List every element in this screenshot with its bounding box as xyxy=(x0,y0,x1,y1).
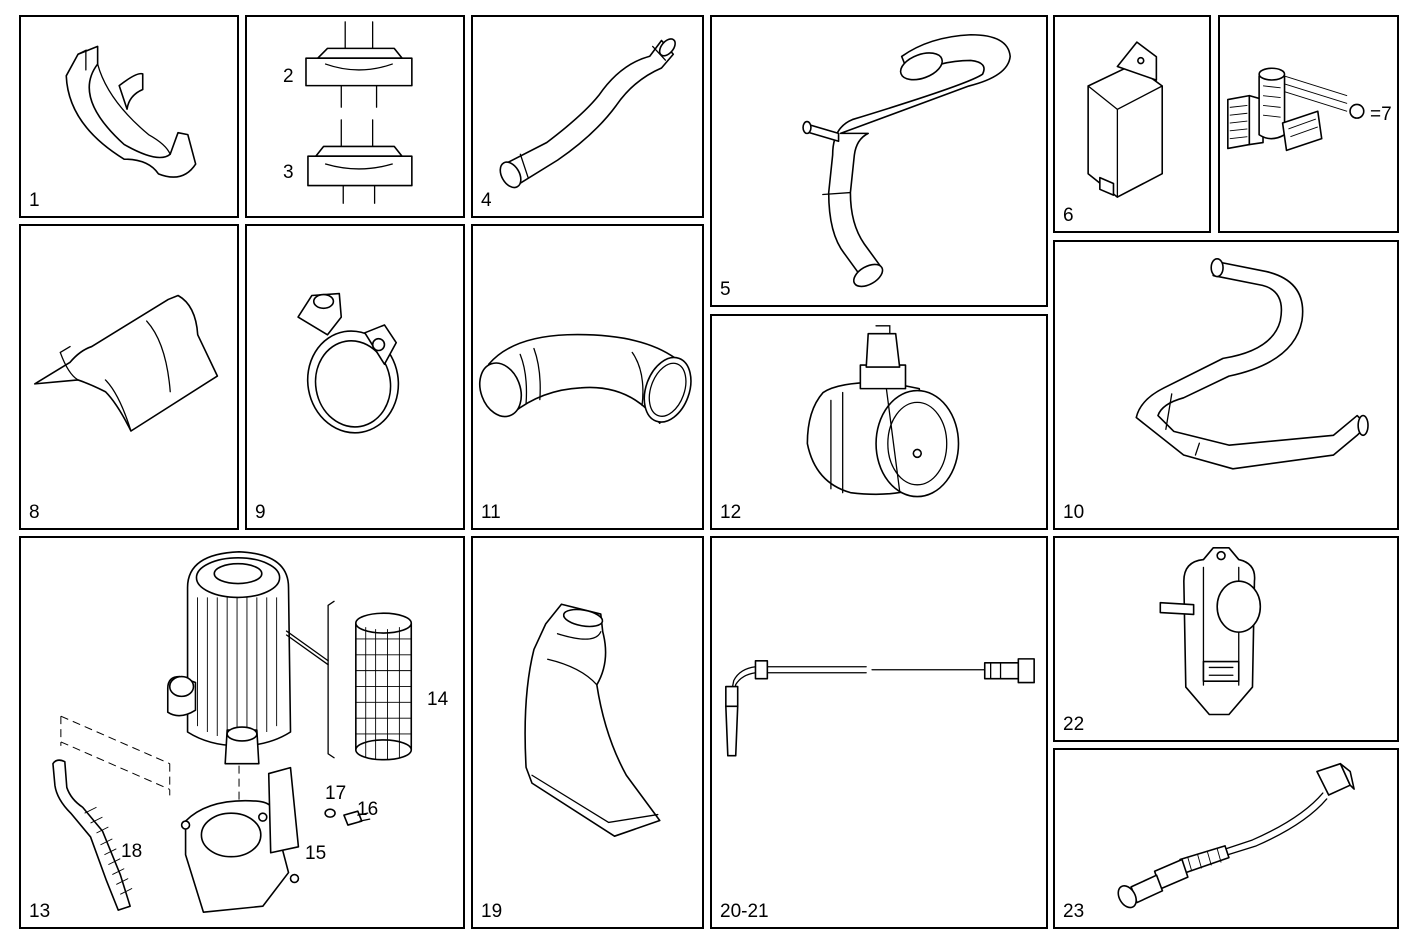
pipe-5-drawing xyxy=(712,17,1046,305)
label-11: 11 xyxy=(481,502,501,523)
bracket xyxy=(182,768,299,913)
label-6: 6 xyxy=(1063,205,1074,226)
oxygen-sensor-drawing xyxy=(1055,750,1397,927)
clip-drawing xyxy=(21,17,237,216)
filter-element xyxy=(356,613,411,759)
label-13: 13 xyxy=(29,901,51,922)
panel-part-1: 1 xyxy=(19,15,239,218)
panel-part-8: 8 xyxy=(19,224,239,530)
panel-part-2-3: 2 3 xyxy=(245,15,465,218)
label-20-21: 20-21 xyxy=(720,901,769,922)
label-10: 10 xyxy=(1063,502,1085,523)
panel-part-10: 10 xyxy=(1053,240,1399,530)
label-2: 2 xyxy=(283,66,294,87)
label-15: 15 xyxy=(305,843,327,864)
panel-part-5: 5 xyxy=(710,15,1048,307)
air-duct-drawing xyxy=(473,538,702,927)
label-7: =7 xyxy=(1370,104,1392,125)
label-9: 9 xyxy=(255,502,266,523)
label-16: 16 xyxy=(357,799,379,820)
clamp-drawing xyxy=(247,226,463,528)
temperature-sensor-drawing xyxy=(712,538,1046,927)
label-22: 22 xyxy=(1063,714,1085,735)
bolt-and-washer xyxy=(325,809,370,825)
label-12: 12 xyxy=(720,502,742,523)
panel-part-6: 6 xyxy=(1053,15,1211,233)
panel-part-22: 22 xyxy=(1053,536,1399,742)
mounts-drawing xyxy=(247,17,463,216)
panel-part-23: 23 xyxy=(1053,748,1399,929)
pipe-4-drawing xyxy=(473,17,702,216)
panel-part-12: 12 xyxy=(710,314,1048,530)
elbow-hose-drawing xyxy=(473,226,702,528)
mount-lower xyxy=(308,120,412,203)
relay-drawing xyxy=(1055,17,1209,231)
mount-upper xyxy=(306,22,412,107)
pressure-sensor-drawing xyxy=(1055,538,1397,740)
corrugated-hose xyxy=(53,760,132,910)
panel-part-9: 9 xyxy=(245,224,465,530)
label-19: 19 xyxy=(481,901,503,922)
pipe-10-drawing xyxy=(1055,242,1397,528)
label-1: 1 xyxy=(29,190,40,211)
panel-part-13: 14 15 16 17 18 13 xyxy=(19,536,465,929)
label-23: 23 xyxy=(1063,901,1085,922)
filter-assembly-drawing xyxy=(21,538,463,927)
maf-sensor-drawing xyxy=(712,316,1046,528)
heat-shield-drawing xyxy=(21,226,237,528)
label-17: 17 xyxy=(325,783,347,804)
label-5: 5 xyxy=(720,279,731,300)
panel-part-4: 4 xyxy=(471,15,704,218)
label-3: 3 xyxy=(283,162,294,183)
panel-part-11: 11 xyxy=(471,224,704,530)
label-14: 14 xyxy=(427,689,449,710)
panel-part-19: 19 xyxy=(471,536,704,929)
panel-part-7: =7 xyxy=(1218,15,1399,233)
label-4: 4 xyxy=(481,190,492,211)
filter-housing xyxy=(168,552,291,764)
hardware-kit-drawing xyxy=(1220,17,1397,231)
panel-part-20-21: 20-21 xyxy=(710,536,1048,929)
label-8: 8 xyxy=(29,502,40,523)
label-18: 18 xyxy=(121,841,143,862)
